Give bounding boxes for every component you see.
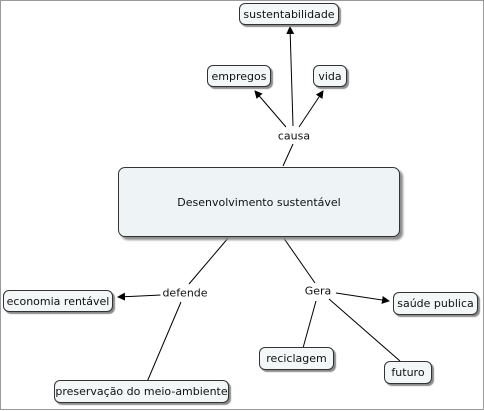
concept-desenvolvimento-sustentavel[interactable]: Desenvolvimento sustentável: [118, 167, 400, 237]
arrow-causa-empregos: [254, 90, 287, 128]
linking-phrase-gera: Gera: [302, 284, 334, 298]
concept-empregos[interactable]: empregos: [207, 65, 271, 87]
line-defende-preservacao: [146, 301, 182, 383]
line-gera-reciclagem: [302, 300, 317, 349]
line-main-defende: [188, 236, 230, 285]
linking-phrase-causa: causa: [275, 129, 313, 143]
arrow-causa-vida: [298, 90, 324, 128]
linking-phrase-defende: defende: [160, 286, 210, 300]
arrow-causa-sustentabilidade: [286, 26, 295, 127]
concept-preservacao-meio-ambiente[interactable]: preservação do meio-ambiente: [54, 380, 229, 403]
concept-saude-publica[interactable]: saúde publica: [393, 292, 478, 315]
concept-vida[interactable]: vida: [313, 65, 347, 87]
concept-sustentabilidade[interactable]: sustentabilidade: [239, 3, 339, 25]
concept-reciclagem[interactable]: reciclagem: [259, 347, 334, 370]
line-main-causa: [282, 143, 294, 167]
concept-economia-rentavel[interactable]: economia rentável: [3, 290, 113, 312]
arrow-gera-saude: [335, 292, 390, 304]
arrow-defende-economia: [117, 292, 162, 301]
concept-futuro[interactable]: futuro: [384, 361, 432, 384]
line-main-gera: [282, 236, 316, 284]
line-gera-futuro: [328, 298, 401, 362]
